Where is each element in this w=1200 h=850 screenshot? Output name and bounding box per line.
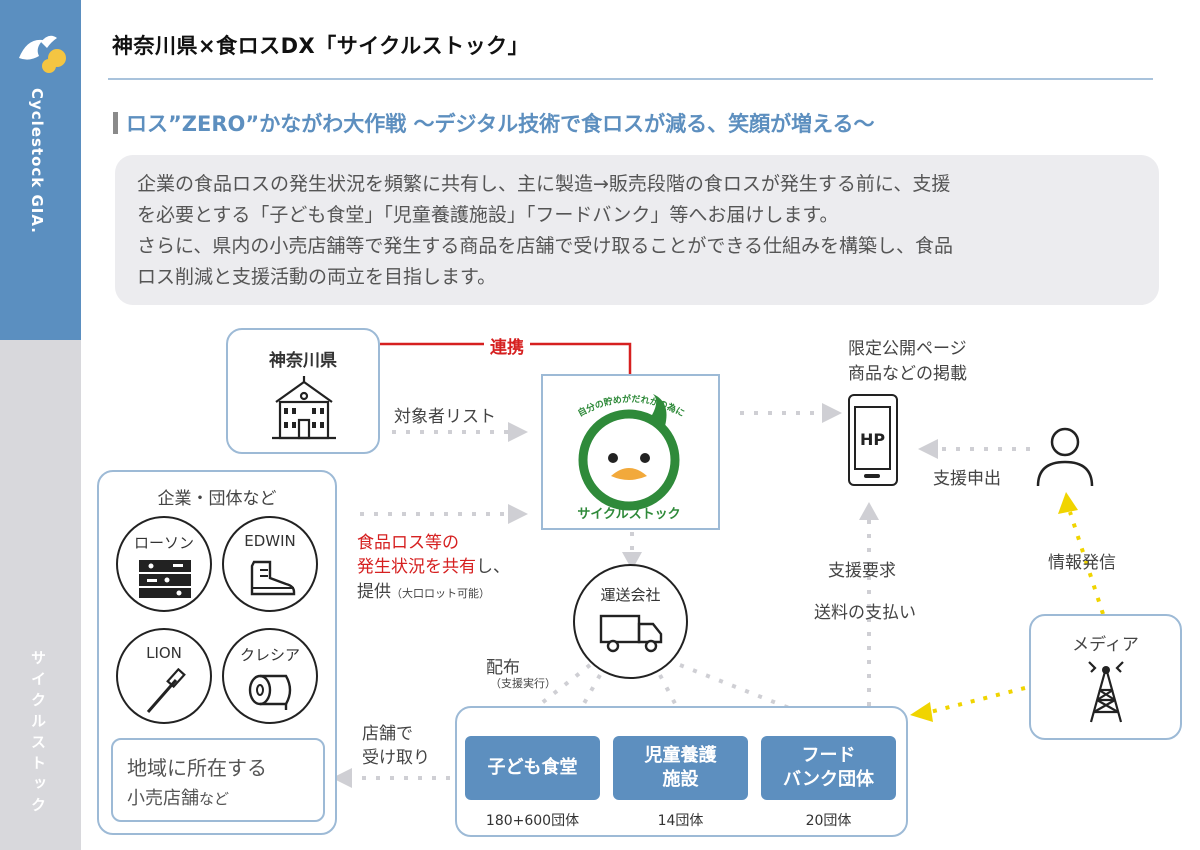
provide-line: 提供（大口ロット可能） (357, 582, 490, 602)
company-name: LION (146, 644, 182, 662)
intro-panel: 企業の食品ロスの発生状況を頻繁に共有し、主に製造→販売段階の食ロスが発生する前に… (115, 155, 1159, 305)
logo-name-text: サイクルストック (577, 507, 680, 522)
media-label: メディア (1072, 635, 1139, 655)
company-crecia: クレシア (222, 628, 318, 724)
intro-line: 企業の食品ロスの発生状況を頻繁に共有し、主に製造→販売段階の食ロスが発生する前に… (137, 173, 951, 195)
share-line2: 発生状況を共有し、 (357, 557, 510, 577)
company-name: ローソン (133, 534, 194, 552)
store-pickup-line1: 店舗で (362, 724, 413, 744)
renkei-label: 連携 (484, 333, 530, 358)
info-dispatch-label: 情報発信 (1048, 553, 1116, 573)
toilet-paper-icon (248, 674, 292, 710)
cyclestock-logo-box: 自分の貯めがだれかの為に サイクルストック (541, 374, 720, 530)
store-pickup-line2: 受け取り (362, 748, 430, 768)
shipping-payment-label: 送料の支払い (814, 603, 916, 623)
company-edwin: EDWIN (222, 516, 318, 612)
sidebar-top-panel (0, 0, 81, 340)
hp-text: HP (859, 430, 886, 449)
broadcast-tower-icon (1088, 661, 1124, 723)
local-shops-line1: 地域に所在する (127, 756, 267, 780)
recipient-food-bank: フードバンク団体 (761, 736, 896, 800)
intro-line: ロス削減と支援活動の両立を目指します。 (137, 266, 497, 288)
kanagawa-box: 神奈川県 (226, 328, 380, 454)
subtitle-marker (113, 112, 118, 134)
intro-line: さらに、県内の小売店舗等で発生する商品を店舗で受け取ることができる仕組みを構築し… (137, 235, 954, 257)
company-lion: LION (116, 628, 212, 724)
recipient-count: 180+600団体 (485, 813, 580, 829)
company-name: クレシア (239, 646, 300, 664)
boot-icon (250, 560, 296, 596)
kanagawa-label: 神奈川県 (269, 351, 337, 371)
recipient-count: 14団体 (657, 813, 704, 829)
food-boxes-icon (139, 560, 191, 598)
company-name: EDWIN (244, 532, 296, 550)
government-building-icon (272, 376, 336, 440)
support-offer-label: 支援申出 (933, 469, 1001, 489)
toothbrush-icon (146, 668, 186, 713)
local-shops-line2: 小売店舗など (127, 788, 230, 809)
transport-company: 運送会社 (573, 564, 688, 679)
truck-icon (599, 614, 663, 653)
intro-line: を必要とする「子ども食堂」「児童養護施設」「フードバンク」等へお届けします。 (137, 204, 839, 226)
recipient-jido-yogo: 児童養護施設 (613, 736, 748, 800)
distribution-note: （支援実行） (490, 677, 556, 690)
recipients-box: 子ども食堂 180+600団体 児童養護施設 14団体 フードバンク団体 20団… (455, 706, 908, 837)
companies-title: 企業・団体など (157, 489, 277, 509)
brand-vertical-text: Cyclestock GIA. (28, 88, 46, 234)
companies-box: 企業・団体など ローソン EDWIN LION クレシア (97, 470, 337, 835)
company-lawson: ローソン (116, 516, 212, 612)
duck-logo-icon: 自分の貯めがだれかの為に サイクルストック (576, 393, 687, 522)
local-shops-box: 地域に所在する 小売店舗など (111, 738, 325, 822)
share-red-line1: 食品ロス等の (357, 533, 459, 553)
hp-label-line1: 限定公開ページ (848, 339, 967, 359)
page-subtitle: ロス”ZERO”かながわ大作戦 〜デジタル技術で食ロスが減る、笑顔が増える〜 (126, 112, 875, 136)
transport-label: 運送会社 (600, 586, 661, 604)
recipient-count: 20団体 (805, 813, 852, 829)
media-box: メディア (1029, 614, 1182, 740)
recipient-kodomo-shokudo: 子ども食堂 (465, 736, 600, 800)
app-vertical-text: サイクルストック (29, 650, 47, 818)
support-request-label: 支援要求 (828, 561, 896, 581)
title-divider (108, 78, 1153, 80)
sidebar-bottom-panel (0, 340, 81, 850)
distribution-label: 配布 (486, 658, 520, 678)
target-list-label: 対象者リスト (394, 407, 496, 427)
bird-logo-icon (19, 35, 66, 73)
smartphone-icon: HP (848, 394, 898, 486)
page-title: 神奈川県×食ロスDX「サイクルストック」 (112, 34, 530, 58)
person-icon (1036, 427, 1094, 487)
hp-label-line2: 商品などの掲載 (848, 364, 967, 384)
